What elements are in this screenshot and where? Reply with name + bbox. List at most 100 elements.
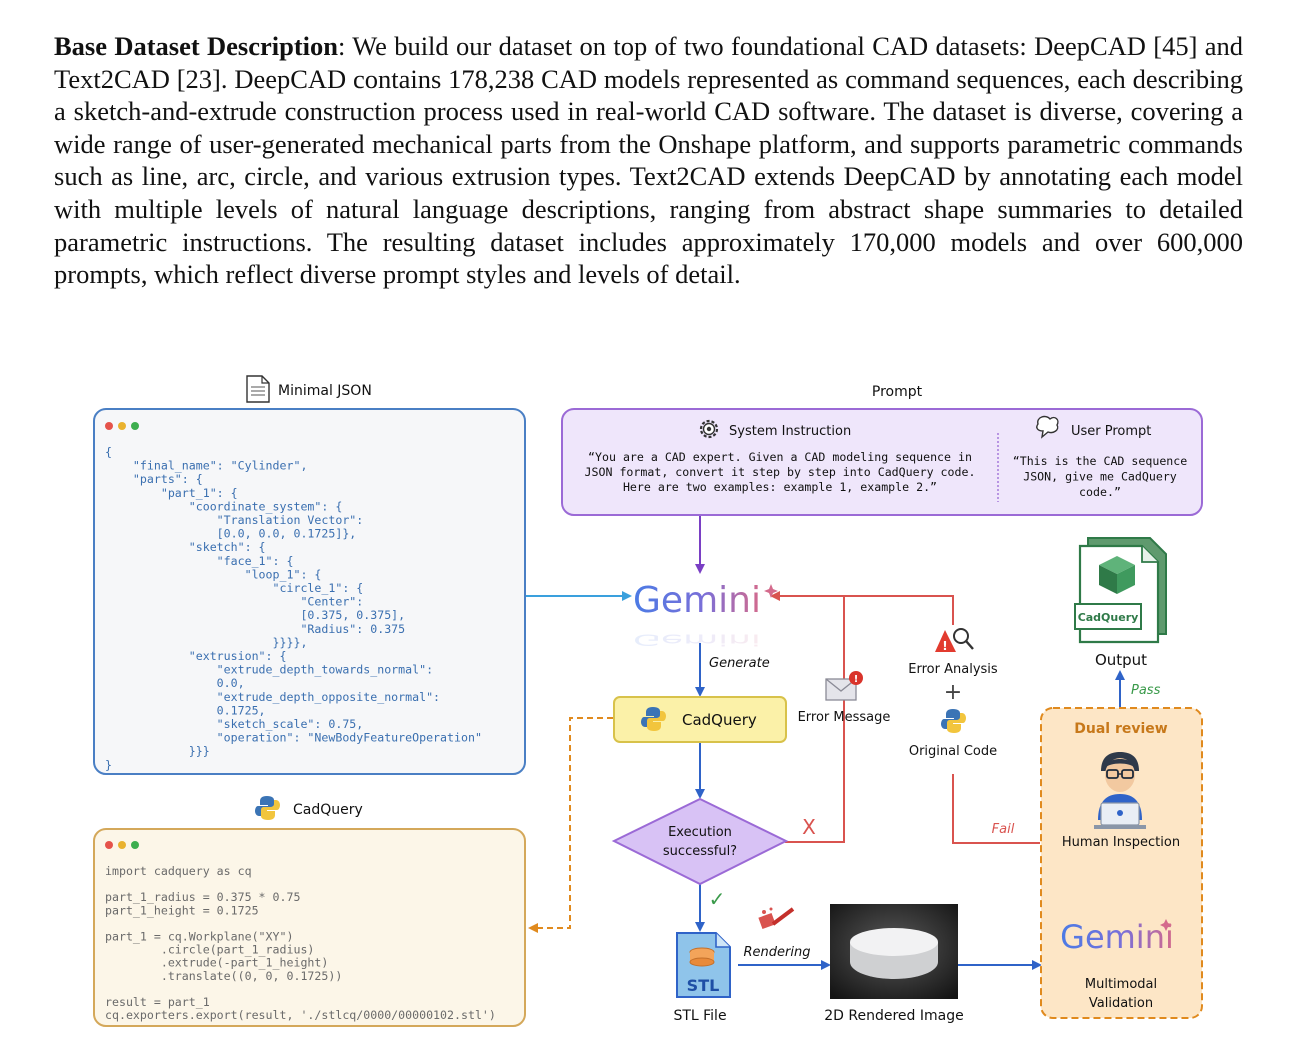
code-line: .translate((0, 0, 0.1725)) xyxy=(105,969,342,983)
code-panel-title: CadQuery xyxy=(293,802,363,818)
json-code-line: [0.0, 0.0, 0.1725]}, xyxy=(105,527,356,541)
json-code-line: "operation": "NewBodyFeatureOperation" xyxy=(105,731,482,745)
paint-brush-icon xyxy=(758,907,795,930)
gemini-logo-review: Gemini xyxy=(1060,918,1174,956)
base-dataset-paragraph: Base Dataset Description: We build our d… xyxy=(54,30,1243,291)
warning-magnifier-icon: ! xyxy=(935,628,974,653)
json-code-lines: { "final_name": "Cylinder", "parts": { "… xyxy=(105,445,482,772)
json-code-line: "Radius": 0.375 xyxy=(105,622,405,636)
generate-label: Generate xyxy=(709,656,770,671)
json-panel-title: Minimal JSON xyxy=(278,383,372,399)
json-code-line: "circle_1": { xyxy=(105,581,363,595)
decision-line-2: successful? xyxy=(663,844,737,859)
multimodal-line-2: Validation xyxy=(1089,996,1153,1011)
code-line: .circle(part_1_radius) xyxy=(105,943,314,957)
stl-file-label: STL File xyxy=(673,1008,726,1024)
dual-review-box xyxy=(1040,707,1203,1019)
paragraph-heading: Base Dataset Description xyxy=(54,31,339,61)
user-prompt-line: JSON, give me CadQuery xyxy=(1023,470,1177,484)
json-code-line: "sketch_scale": 0.75, xyxy=(105,717,363,731)
fail-x-mark: X xyxy=(802,815,816,839)
sparkle-icon xyxy=(764,584,778,598)
code-line: cq.exporters.export(result, './stlcq/000… xyxy=(105,1008,496,1022)
envelope-icon: ! xyxy=(825,671,863,701)
code-panel-header: CadQuery xyxy=(255,796,363,820)
json-code-line: 0.1725, xyxy=(105,703,266,717)
json-code-line: "face_1": { xyxy=(105,554,293,568)
dual-review-title: Dual review xyxy=(1074,721,1168,737)
json-code-line: 0.0, xyxy=(105,676,245,690)
gear-icon xyxy=(699,419,719,439)
json-code-line: "final_name": "Cylinder", xyxy=(105,459,307,473)
decision-line-1: Execution xyxy=(668,825,732,840)
rendered-cylinder xyxy=(850,928,938,979)
pass-check-mark: ✓ xyxy=(709,887,726,911)
rendering-label: Rendering xyxy=(744,945,811,960)
python-logo-icon xyxy=(641,707,666,731)
person-laptop-icon xyxy=(1094,752,1146,829)
human-inspection-label: Human Inspection xyxy=(1062,835,1180,850)
code-line: part_1 = cq.Workplane("XY") xyxy=(105,930,293,944)
json-code-line: "part_1": { xyxy=(105,486,238,500)
original-code-label: Original Code xyxy=(909,744,997,759)
plus-sign: + xyxy=(944,680,962,705)
cadquery-to-code-panel-arrow xyxy=(528,717,613,933)
json-code-line: "extrude_depth_towards_normal": xyxy=(105,663,433,677)
json-code-line: "extrusion": { xyxy=(105,649,286,663)
fail-feedback-line xyxy=(952,774,1040,844)
pass-label: Pass xyxy=(1131,683,1161,698)
python-logo-icon xyxy=(941,709,966,733)
system-instruction-line: “You are a CAD expert. Given a CAD model… xyxy=(588,450,972,464)
user-prompt-line: code.” xyxy=(1079,485,1121,499)
speech-bubble-icon xyxy=(1036,415,1059,439)
json-code-line: "sketch": { xyxy=(105,540,266,554)
prompt-title: Prompt xyxy=(872,384,923,400)
error-analysis-label: Error Analysis xyxy=(908,662,998,677)
rendered-image-label: 2D Rendered Image xyxy=(824,1008,963,1024)
json-code-line: "parts": { xyxy=(105,472,203,486)
json-code-line: } xyxy=(105,758,112,772)
json-code-line: "extrude_depth_opposite_normal": xyxy=(105,690,440,704)
window-dots xyxy=(105,841,139,849)
code-line: import cadquery as cq xyxy=(105,864,252,878)
stl-icon-text: STL xyxy=(687,976,720,995)
json-panel xyxy=(93,408,526,775)
multimodal-line-1: Multimodal xyxy=(1085,977,1157,992)
json-code-line: "coordinate_system": { xyxy=(105,499,342,513)
error-feedback-arrow xyxy=(770,591,845,843)
json-code-line: }}} xyxy=(105,744,210,758)
fail-label: Fail xyxy=(992,822,1015,837)
window-dots xyxy=(105,422,139,430)
error-message-label: Error Message xyxy=(798,710,891,725)
code-panel xyxy=(93,828,526,1027)
gemini-logo: Gemini xyxy=(633,580,761,621)
gemini-logo-reflection: Gemini xyxy=(633,631,761,650)
user-prompt-line: “This is the CAD sequence xyxy=(1013,454,1188,468)
output-doc-text: CadQuery xyxy=(1078,611,1139,624)
code-line: result = part_1 xyxy=(105,995,210,1009)
cadquery-box-label: CadQuery xyxy=(682,711,757,729)
cadquery-code-lines: import cadquery as cq part_1_radius = 0.3… xyxy=(105,864,496,1022)
system-instruction-line: JSON format, convert it step by step int… xyxy=(585,465,976,479)
analysis-feedback-line xyxy=(844,595,954,625)
python-logo-icon xyxy=(255,796,280,820)
json-code-line: { xyxy=(105,445,112,459)
stl-file-icon: STL xyxy=(676,932,731,998)
svg-text:!: ! xyxy=(942,639,947,653)
json-code-line: "Center": xyxy=(105,595,363,609)
output-document-icon: CadQuery xyxy=(1074,537,1167,644)
sparkle-icon xyxy=(1160,919,1172,931)
json-code-line: [0.375, 0.375], xyxy=(105,608,405,622)
system-instruction-text: “You are a CAD expert. Given a CAD model… xyxy=(585,450,976,494)
code-line: part_1_height = 0.1725 xyxy=(105,903,259,917)
code-line: .extrude(-part_1_height) xyxy=(105,956,328,970)
json-panel-header: Minimal JSON xyxy=(246,375,372,403)
code-line: part_1_radius = 0.375 * 0.75 xyxy=(105,890,300,904)
json-code-line: }}}}, xyxy=(105,635,307,649)
system-instruction-line: Here are two examples: example 1, exampl… xyxy=(623,480,937,494)
json-code-line: "Translation Vector": xyxy=(105,513,363,527)
user-prompt-title: User Prompt xyxy=(1071,424,1151,439)
document-icon xyxy=(246,375,270,403)
